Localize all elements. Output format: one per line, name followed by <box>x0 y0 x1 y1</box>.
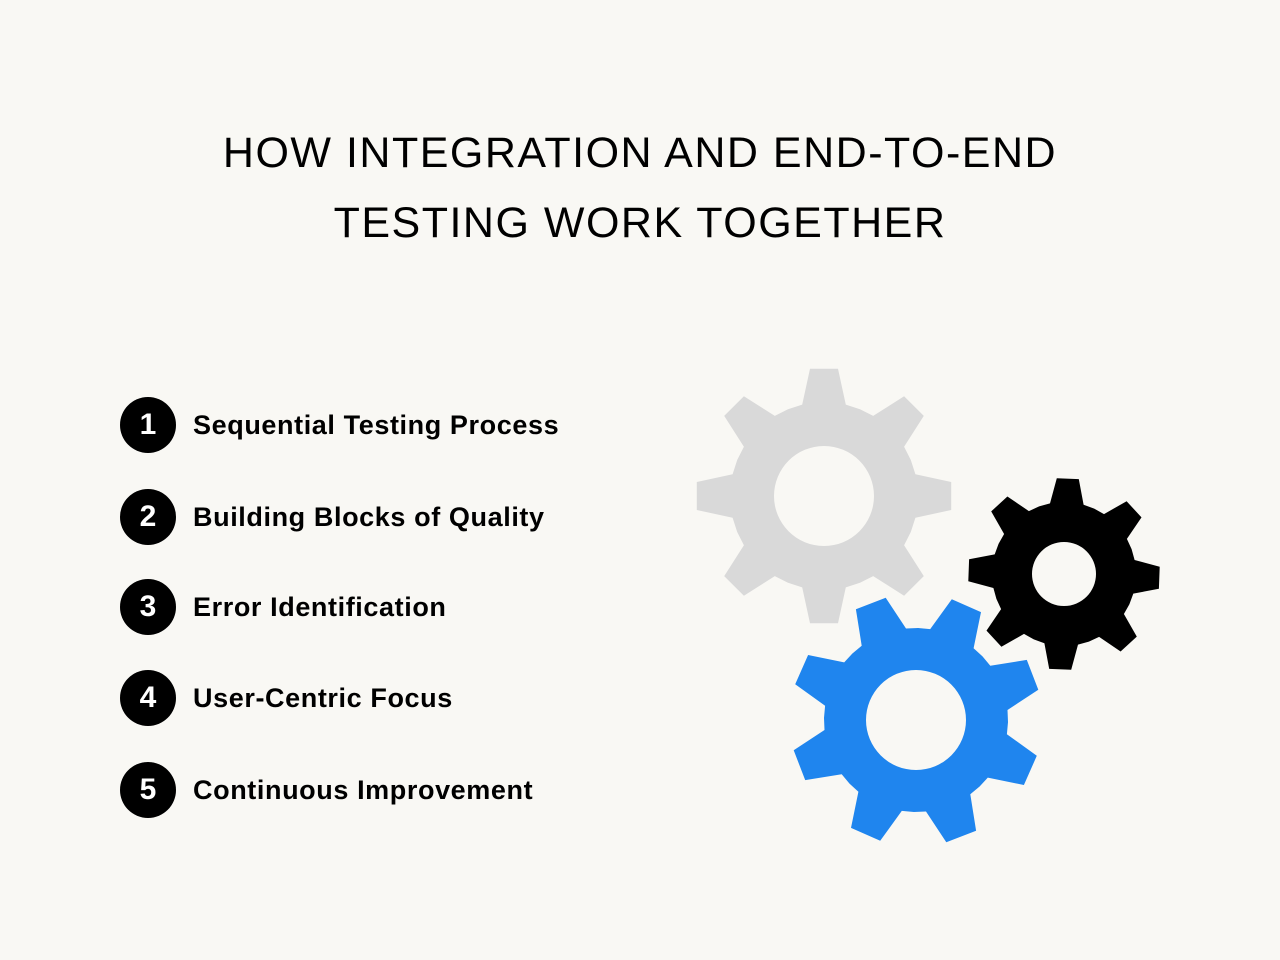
number-badge: 4 <box>120 670 176 726</box>
item-label: Building Blocks of Quality <box>193 501 545 532</box>
black-gear-icon <box>968 478 1160 670</box>
list-item: 3 Error Identification <box>120 579 447 635</box>
number-badge: 2 <box>120 489 176 545</box>
item-label: Continuous Improvement <box>193 774 534 805</box>
item-label: User-Centric Focus <box>193 682 453 713</box>
item-label: Sequential Testing Process <box>193 409 560 440</box>
item-label: Error Identification <box>193 591 447 622</box>
number-badge: 5 <box>120 762 176 818</box>
gray-gear-icon <box>696 368 952 624</box>
number-badge: 3 <box>120 579 176 635</box>
page-title: HOW INTEGRATION AND END-TO-END TESTING W… <box>0 118 1280 258</box>
list-item: 1 Sequential Testing Process <box>120 397 559 453</box>
number-badge: 1 <box>120 397 176 453</box>
title-line-2: TESTING WORK TOGETHER <box>333 199 947 247</box>
list-item: 2 Building Blocks of Quality <box>120 489 545 545</box>
title-line-1: HOW INTEGRATION AND END-TO-END <box>222 129 1058 177</box>
blue-gear-icon <box>793 597 1039 843</box>
list-item: 5 Continuous Improvement <box>120 762 533 818</box>
list-item: 4 User-Centric Focus <box>120 670 453 726</box>
